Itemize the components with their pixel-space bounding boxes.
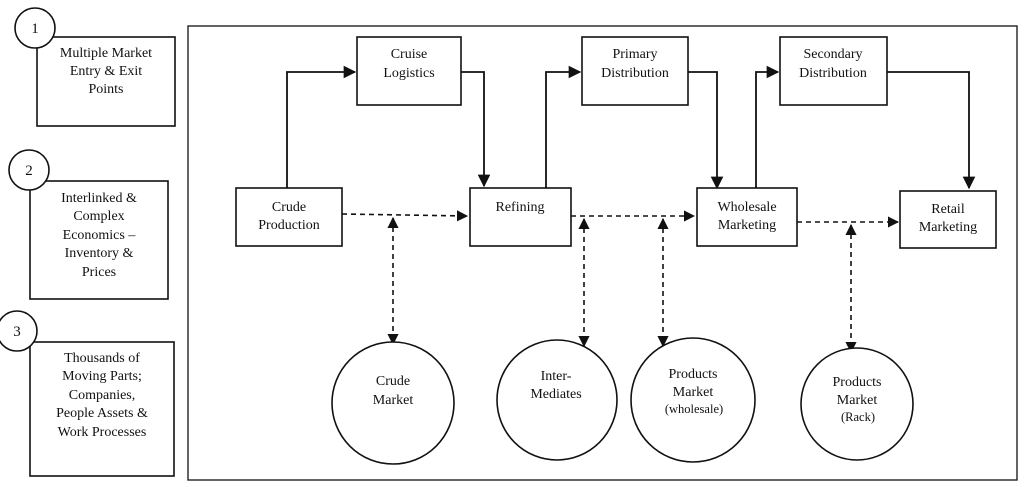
node-cruise-logistics-line-2: Logistics [383, 66, 434, 81]
node-primary-distribution-line-1: Primary [612, 47, 657, 62]
node-primary-distribution-line-2: Distribution [601, 66, 669, 81]
side-note-2-line-3: Economics – [63, 228, 137, 243]
node-wholesale-marketing-line-2: Marketing [718, 218, 776, 233]
side-note-1-line-3: Points [88, 82, 123, 97]
dashed-production-to-refining [341, 210, 469, 222]
side-note-2-line-2: Complex [73, 209, 124, 224]
node-refining-line-1: Refining [496, 200, 545, 215]
node-cruise-logistics-line-1: Cruise [391, 47, 428, 62]
diagram-frame [187, 25, 1018, 481]
side-note-1-number: 1 [31, 21, 39, 37]
node-secondary-distribution: Secondary Distribution [779, 36, 888, 106]
side-note-2-line-5: Prices [82, 265, 116, 280]
market-products-wholesale-line-2: Market [673, 385, 714, 400]
node-retail-marketing-line-1: Retail [931, 202, 965, 217]
node-cruise-logistics: Cruise Logistics [356, 36, 462, 106]
side-note-1-line-1: Multiple Market [60, 46, 152, 61]
node-primary-distribution: Primary Distribution [581, 36, 689, 106]
connector-logistics-to-refining [461, 71, 491, 188]
side-note-2-number: 2 [25, 163, 33, 179]
market-crude-line-2: Market [373, 393, 414, 408]
market-products-rack-line-2: Market [837, 393, 878, 408]
market-products-wholesale-line-1: Products [669, 367, 718, 382]
market-crude-line-1: Crude [376, 374, 410, 389]
side-note-3-line-1: Thousands of [64, 351, 140, 366]
node-retail-marketing: Retail Marketing [899, 190, 997, 249]
side-note-3-line-4: People Assets & [56, 406, 148, 421]
node-wholesale-marketing-line-1: Wholesale [717, 200, 776, 215]
market-intermediates-line-1: Inter- [541, 369, 572, 384]
market-products-wholesale-sub: (wholesale) [665, 402, 723, 416]
node-secondary-distribution-line-1: Secondary [803, 47, 862, 62]
side-note-3-line-3: Companies, [69, 388, 136, 403]
market-products-rack-sub: (Rack) [841, 410, 875, 424]
side-note-3-line-2: Moving Parts; [62, 369, 142, 384]
node-crude-production-line-1: Crude [272, 200, 306, 215]
side-note-1: 1 Multiple Market Entry & Exit Points [14, 7, 176, 127]
market-intermediates-line-2: Mediates [530, 387, 581, 402]
node-refining: Refining [469, 187, 572, 247]
connector-secondary-to-retail [887, 71, 976, 190]
connector-primary-to-wholesale [688, 71, 724, 190]
connector-refining-to-primary [545, 65, 582, 188]
node-crude-production: Crude Production [235, 187, 343, 247]
side-note-2-line-1: Interlinked & [61, 191, 137, 206]
node-wholesale-marketing: Wholesale Marketing [696, 187, 798, 247]
market-products-wholesale: Products Market (wholesale) [630, 337, 756, 463]
node-secondary-distribution-line-2: Distribution [799, 66, 867, 81]
node-retail-marketing-line-2: Marketing [919, 220, 977, 235]
market-products-rack: Products Market (Rack) [800, 347, 914, 461]
side-note-1-line-2: Entry & Exit [70, 64, 142, 79]
side-note-3-line-5: Work Processes [58, 425, 147, 440]
connector-production-to-logistics [286, 65, 357, 188]
side-note-3-number: 3 [13, 324, 21, 340]
side-note-3: 3 Thousands of Moving Parts; Companies, … [0, 310, 175, 477]
node-crude-production-line-2: Production [258, 218, 319, 233]
market-intermediates: Inter- Mediates [496, 339, 618, 461]
market-products-rack-line-1: Products [833, 375, 882, 390]
side-note-2-line-4: Inventory & [65, 246, 134, 261]
connector-wholesale-to-secondary [755, 65, 780, 188]
market-crude: Crude Market [331, 341, 455, 465]
side-note-2: 2 Interlinked & Complex Economics – Inve… [8, 149, 169, 300]
